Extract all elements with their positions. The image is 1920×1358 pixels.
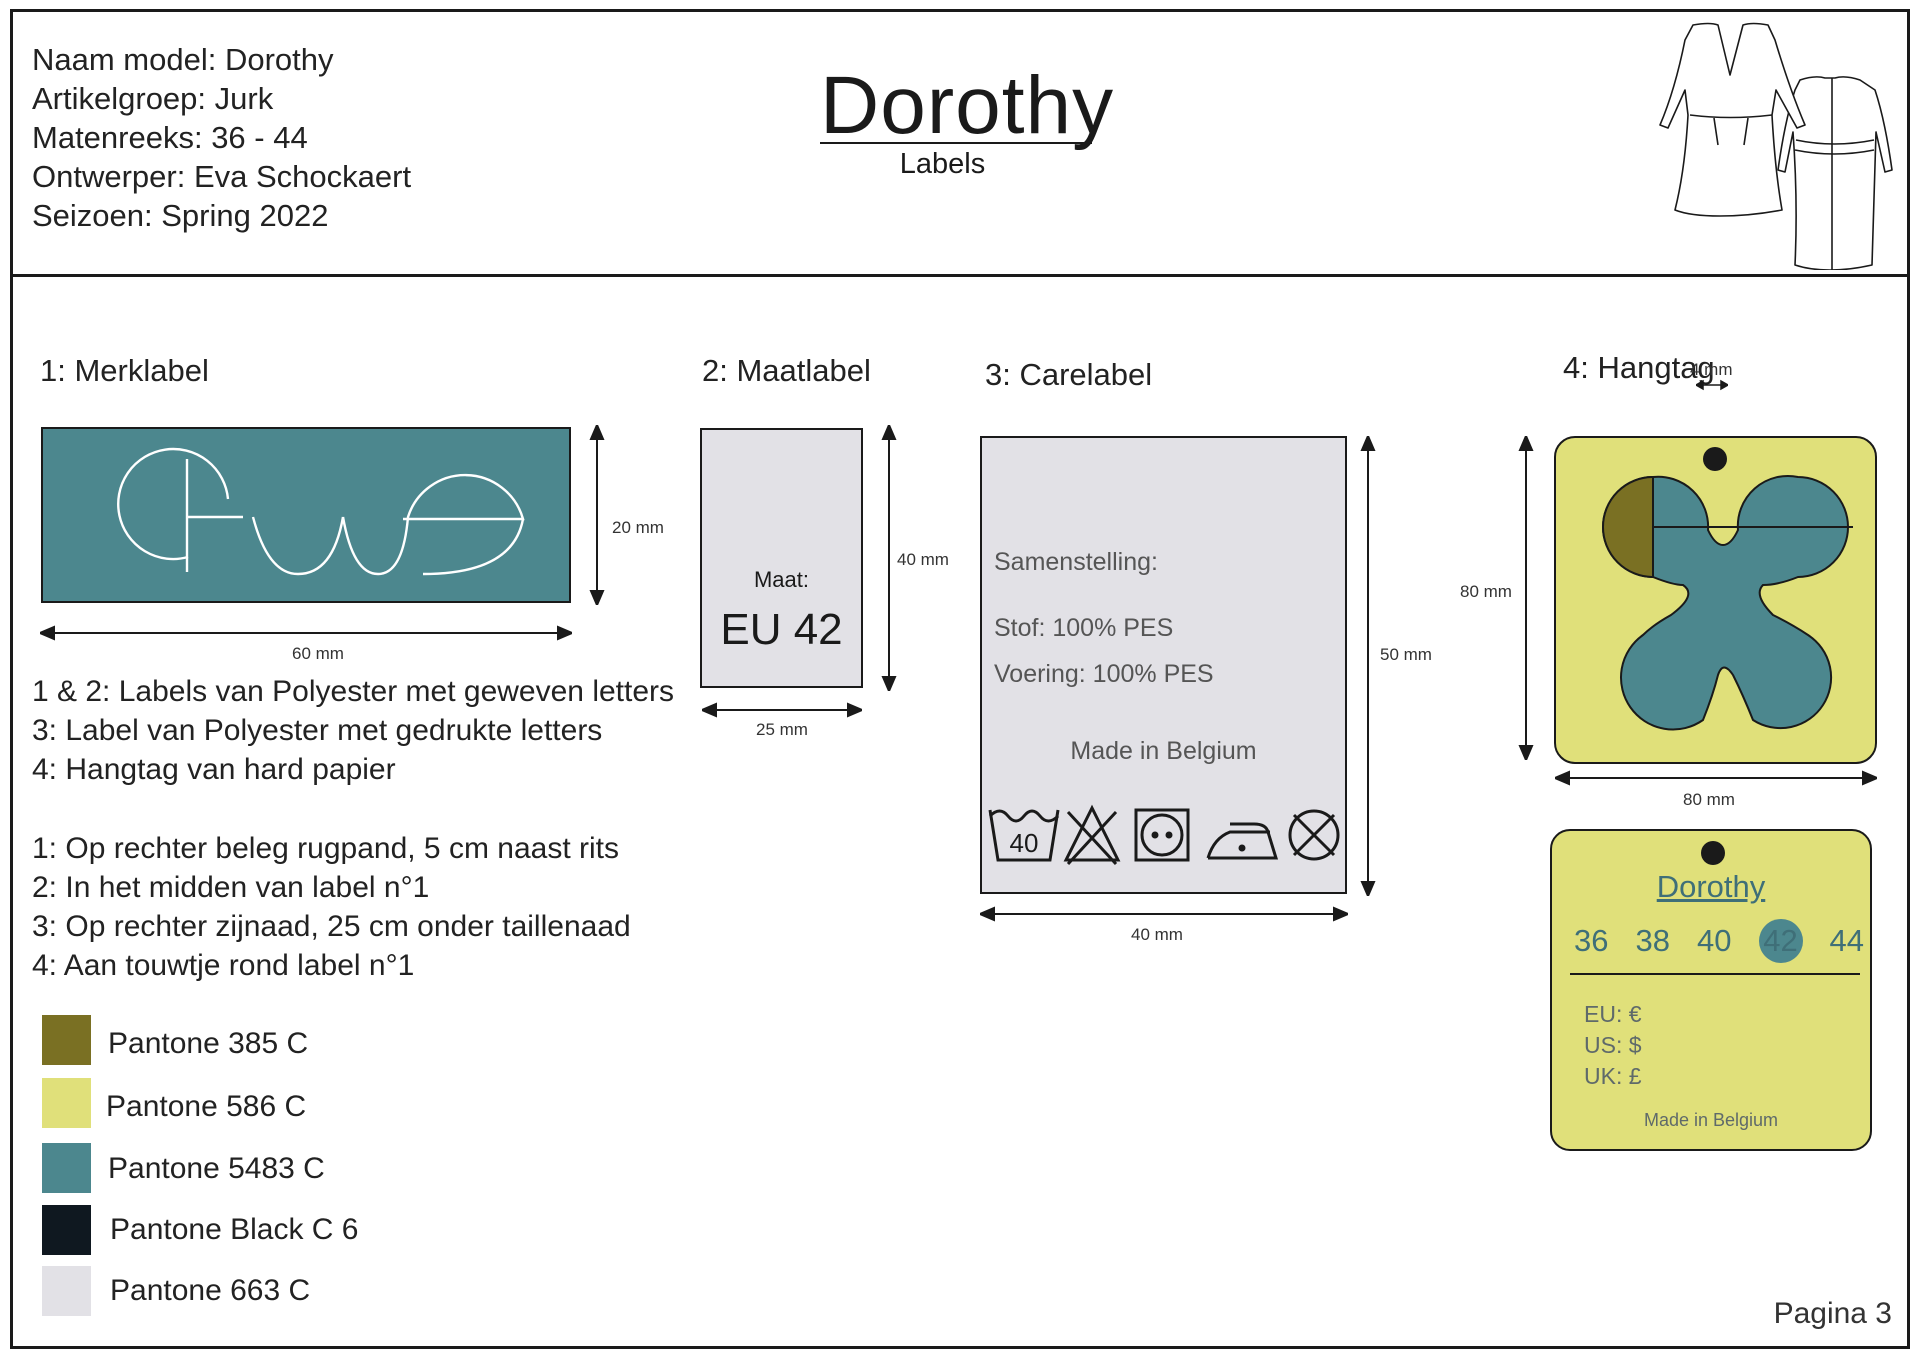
hangtag-back-hole xyxy=(1701,841,1725,865)
size-40: 40 xyxy=(1697,923,1732,958)
swatch-label-586c: Pantone 586 C xyxy=(106,1090,307,1123)
page-number: Pagina 3 xyxy=(1773,1297,1892,1330)
size-44: 44 xyxy=(1829,923,1864,958)
carelabel-lining: Voering: 100% PES xyxy=(994,660,1214,688)
swatch-label-black-c6: Pantone Black C 6 xyxy=(110,1213,359,1246)
meta-sizes: Matenreeks: 36 - 44 xyxy=(32,120,308,155)
section-hangtag: 4: Hangtag xyxy=(1563,350,1715,385)
note-material-1: 1 & 2: Labels van Polyester met geweven … xyxy=(32,675,675,708)
merklabel-height-arrow xyxy=(589,425,605,605)
carelabel-width-label: 40 mm xyxy=(1131,925,1183,944)
placement-notes: 1: Op rechter beleg rugpand, 5 cm naast … xyxy=(32,829,631,985)
clover-shape xyxy=(1602,474,1849,731)
maatlabel-height-arrow xyxy=(881,425,897,691)
iron-low-icon xyxy=(1206,822,1279,860)
model-meta: Naam model: Dorothy Artikelgroep: Jurk M… xyxy=(32,40,411,235)
size-36: 36 xyxy=(1574,923,1609,958)
hangtag-origin: Made in Belgium xyxy=(1643,1110,1779,1130)
title-underline xyxy=(820,142,1092,144)
page-title: Dorothy xyxy=(820,60,1115,151)
carelabel-height-arrow xyxy=(1360,436,1376,896)
note-placement-4: 4: Aan touwtje rond label n°1 xyxy=(32,949,415,982)
note-placement-2: 2: In het midden van label n°1 xyxy=(32,871,430,904)
swatch-586c xyxy=(42,1078,91,1128)
page-frame xyxy=(10,9,1910,1349)
swatch-385c xyxy=(42,1015,91,1065)
size-38: 38 xyxy=(1635,923,1670,958)
carelabel-heading: Samenstelling: xyxy=(994,548,1158,576)
merklabel-height-label: 20 mm xyxy=(612,518,664,537)
meta-group: Artikelgroep: Jurk xyxy=(32,81,274,116)
page-subtitle: Labels xyxy=(899,148,986,180)
carelabel: Samenstelling: Stof: 100% PES Voering: 1… xyxy=(980,436,1347,894)
section-maatlabel: 2: Maatlabel xyxy=(702,353,871,388)
swatch-label-663c: Pantone 663 C xyxy=(110,1274,311,1307)
hangtag-front-hole xyxy=(1703,447,1727,471)
hangtag-height-label: 80 mm xyxy=(1460,582,1512,601)
meta-season: Seizoen: Spring 2022 xyxy=(32,198,329,233)
hangtag-size-row: 36 38 40 42 44 xyxy=(1574,919,1864,963)
price-us: US: $ xyxy=(1584,1032,1642,1058)
svg-text:40: 40 xyxy=(1010,828,1039,858)
dress-front-sketch xyxy=(1659,22,1806,217)
swatch-label-385c: Pantone 385 C xyxy=(108,1027,309,1060)
meta-designer: Ontwerper: Eva Schockaert xyxy=(32,159,412,194)
hangtag-hole-arrow xyxy=(1696,379,1728,391)
note-material-2: 3: Label van Polyester met gedrukte lett… xyxy=(32,714,603,747)
swatch-black-c6 xyxy=(42,1205,91,1255)
hangtag-width-arrow xyxy=(1555,770,1877,786)
swatch-label-5483c: Pantone 5483 C xyxy=(108,1152,325,1185)
hangtag-brand-name: Dorothy xyxy=(1656,869,1766,904)
carelabel-fabric: Stof: 100% PES xyxy=(994,614,1174,642)
no-bleach-icon xyxy=(1063,804,1121,866)
carelabel-height-label: 50 mm xyxy=(1380,645,1432,664)
swatch-663c xyxy=(42,1266,91,1316)
maatlabel-height-label: 40 mm xyxy=(897,550,949,569)
maatlabel-size: EU 42 xyxy=(720,605,843,654)
eve-logo xyxy=(117,447,525,576)
care-symbols: 40 xyxy=(988,804,1340,866)
merklabel-width-arrow xyxy=(40,625,572,641)
note-material-3: 4: Hangtag van hard papier xyxy=(32,753,396,786)
maatlabel-width-label: 25 mm xyxy=(756,720,808,739)
dress-sketch-illustration xyxy=(1659,22,1893,270)
merklabel xyxy=(41,427,571,603)
header-divider xyxy=(10,274,1910,277)
maatlabel: Maat: EU 42 xyxy=(700,428,863,688)
maatlabel-title: Maat: xyxy=(753,567,810,592)
no-dry-clean-icon xyxy=(1288,809,1340,861)
carelabel-width-arrow xyxy=(980,906,1348,922)
merklabel-width-label: 60 mm xyxy=(292,644,344,663)
carelabel-origin: Made in Belgium xyxy=(1070,737,1257,765)
swatch-5483c xyxy=(42,1143,91,1193)
note-placement-1: 1: Op rechter beleg rugpand, 5 cm naast … xyxy=(32,832,619,865)
hangtag-divider xyxy=(1570,973,1860,975)
hangtag-front xyxy=(1554,436,1877,764)
hangtag-width-label: 80 mm xyxy=(1683,790,1735,809)
wash-40-icon: 40 xyxy=(988,809,1060,862)
section-carelabel: 3: Carelabel xyxy=(985,357,1153,392)
price-uk: UK: £ xyxy=(1584,1063,1642,1089)
materials-notes: 1 & 2: Labels van Polyester met geweven … xyxy=(32,672,674,789)
hangtag-hole-label: 4 mm xyxy=(1690,360,1733,379)
note-placement-3: 3: Op rechter zijnaad, 25 cm onder taill… xyxy=(32,910,631,943)
maatlabel-width-arrow xyxy=(702,702,862,718)
section-merklabel: 1: Merklabel xyxy=(40,353,209,388)
size-42-selected: 42 xyxy=(1758,919,1803,963)
meta-model: Naam model: Dorothy xyxy=(32,42,334,77)
hangtag-prices: EU: € US: $ UK: £ xyxy=(1584,999,1642,1092)
price-eu: EU: € xyxy=(1584,1001,1642,1027)
dress-back-sketch xyxy=(1777,76,1893,270)
hangtag-back: Dorothy 36 38 40 42 44 EU: € US: $ UK: £… xyxy=(1550,829,1872,1151)
tumble-dry-icon xyxy=(1134,808,1190,862)
hangtag-height-arrow xyxy=(1518,436,1534,760)
clover-olive-segment xyxy=(1602,475,1654,579)
